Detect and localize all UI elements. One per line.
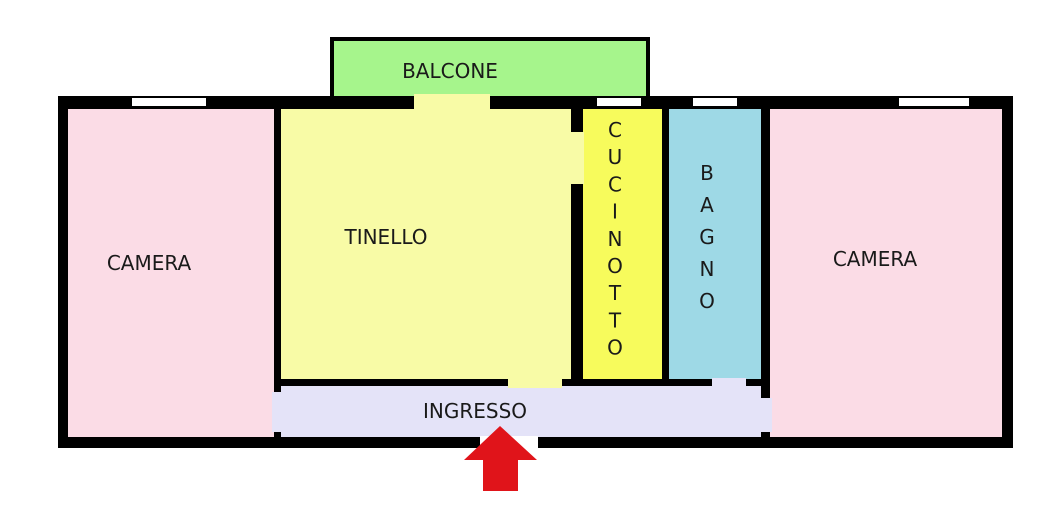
arrow-up-icon (464, 426, 537, 491)
bagno-letter: A (700, 193, 714, 217)
bagno-area (669, 109, 761, 379)
camera-right-door (759, 398, 772, 432)
cucinotto-letter: N (608, 227, 623, 251)
cucinotto-area (583, 109, 662, 379)
ingresso-label: INGRESSO (423, 399, 527, 423)
cucinotto-letter: C (608, 118, 622, 142)
tinello-door (508, 378, 562, 388)
cucinotto-letter: O (607, 254, 623, 278)
bagno-door (712, 378, 746, 388)
cucinotto-letter: U (608, 145, 623, 169)
camera-right-area (770, 109, 1002, 437)
window (597, 98, 641, 106)
bagno-letter: N (700, 257, 715, 281)
ingresso-area (281, 386, 761, 437)
window (899, 98, 969, 106)
bagno-letter: G (699, 225, 715, 249)
cucinotto-door (571, 132, 584, 184)
window (693, 98, 737, 106)
camera-left-door (272, 392, 283, 432)
balcone-room: BALCONE (330, 37, 650, 100)
camera-left-area (68, 109, 274, 437)
cucinotto-letter: I (612, 200, 618, 224)
cucinotto-letter: O (607, 336, 623, 360)
tinello-label: TINELLO (343, 225, 427, 249)
balcone-door (414, 94, 490, 110)
camera-left-label: CAMERA (107, 251, 192, 275)
bagno-letter: B (700, 161, 714, 185)
tinello-area (281, 109, 571, 379)
window (132, 98, 206, 106)
balcone-label: BALCONE (402, 59, 498, 83)
camera-right-label: CAMERA (833, 247, 918, 271)
cucinotto-letter: C (608, 172, 622, 196)
cucinotto-letter: T (608, 281, 622, 305)
cucinotto-letter: T (608, 308, 622, 332)
bagno-letter: O (699, 289, 715, 313)
